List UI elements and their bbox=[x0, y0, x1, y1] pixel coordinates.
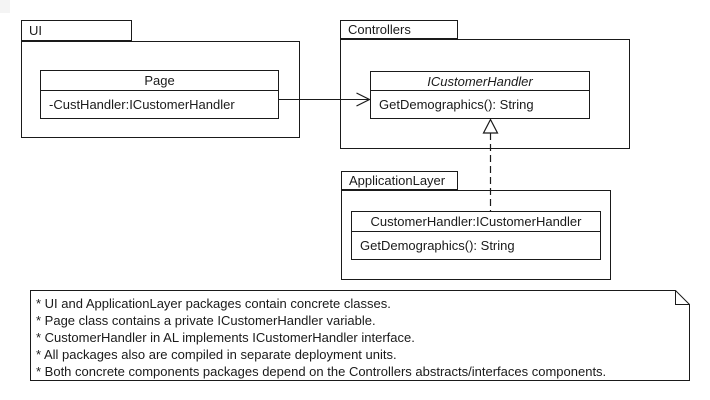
class-box-customerhandler: CustomerHandler:ICustomerHandler GetDemo… bbox=[351, 211, 601, 260]
package-tab-applicationlayer: ApplicationLayer bbox=[341, 171, 458, 190]
interface-name-icustomerhandler: ICustomerHandler bbox=[371, 72, 589, 91]
class-box-icustomerhandler: ICustomerHandler GetDemographics(): Stri… bbox=[370, 71, 590, 119]
class-operation-icustomerhandler: GetDemographics(): String bbox=[379, 97, 534, 112]
class-name-customerhandler: CustomerHandler:ICustomerHandler bbox=[352, 212, 600, 232]
note-annotation: * UI and ApplicationLayer packages conta… bbox=[36, 295, 684, 380]
note-line: * All packages also are compiled in sepa… bbox=[36, 347, 397, 362]
package-label-controllers: Controllers bbox=[348, 22, 411, 37]
package-tab-ui: UI bbox=[21, 20, 132, 41]
corner-artifact bbox=[0, 0, 10, 13]
note-line: * Page class contains a private ICustome… bbox=[36, 313, 376, 328]
class-operation-customerhandler: GetDemographics(): String bbox=[360, 238, 515, 253]
package-label-ui: UI bbox=[29, 23, 42, 38]
note-line: * UI and ApplicationLayer packages conta… bbox=[36, 296, 391, 311]
class-attribute-page: -CustHandler:ICustomerHandler bbox=[49, 97, 235, 112]
note-line: * Both concrete components packages depe… bbox=[36, 364, 607, 379]
note-line: * CustomerHandler in AL implements ICust… bbox=[36, 330, 415, 345]
class-box-page: Page -CustHandler:ICustomerHandler bbox=[40, 70, 279, 119]
package-label-applicationlayer: ApplicationLayer bbox=[349, 173, 446, 188]
package-tab-controllers: Controllers bbox=[340, 20, 458, 39]
class-name-page: Page bbox=[41, 71, 278, 91]
